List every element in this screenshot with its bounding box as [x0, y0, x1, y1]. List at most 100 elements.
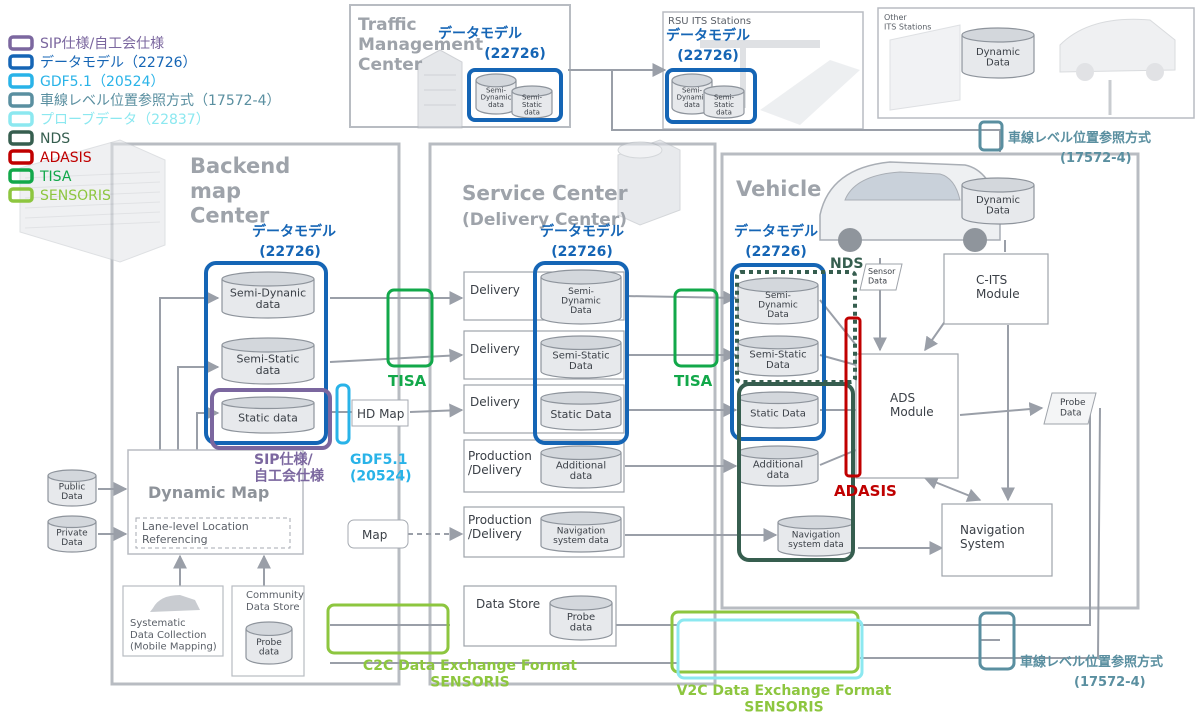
rsu-title: RSU ITS Stations: [668, 16, 751, 27]
dm-label-backend: データモデル: [252, 223, 336, 240]
hd-map-node: HD Map: [352, 400, 408, 426]
legend-item: GDF5.1（20524）: [10, 74, 164, 90]
dynamic-map-label: Dynamic Map: [148, 483, 269, 502]
legend-item: プローブデータ（22837）: [10, 111, 210, 128]
legend-label: 車線レベル位置参照方式（17572-4）: [40, 92, 281, 109]
adasis-label: ADASIS: [834, 482, 897, 500]
legend-label: GDF5.1（20524）: [40, 74, 164, 90]
dm-num-service: (22726): [551, 244, 613, 260]
probe-data-node: ProbeData: [1044, 393, 1096, 424]
v2c-label: V2C Data Exchange FormatSENSORIS: [677, 683, 892, 716]
db-semi-static-traffic-label: Semi-Staticdata: [522, 94, 543, 117]
delivery-label-3: Delivery: [470, 395, 520, 409]
legend-label: ADASIS: [40, 150, 92, 166]
lane-ref-label-bottom: 車線レベル位置参照方式: [1020, 654, 1163, 670]
db-probe-community-label: Probedata: [256, 638, 282, 658]
legend-item: NDS: [10, 131, 70, 147]
db-static-backend-label: Static data: [238, 412, 298, 425]
map-label: Map: [362, 528, 387, 542]
db-static-vehicle: Static Data: [738, 392, 818, 428]
hd-map-label: HD Map: [357, 407, 404, 421]
lane-ref-num-top: (17572-4): [1060, 151, 1132, 166]
legend-swatch: [10, 75, 32, 87]
dm-label-service: データモデル: [540, 223, 624, 240]
sip-label: SIP仕様/自工会仕様: [254, 451, 325, 485]
delivery-label-1: Delivery: [470, 283, 520, 297]
legend-swatch: [10, 113, 32, 125]
db-static-service: Static Data: [541, 392, 621, 430]
legend-label: プローブデータ（22837）: [40, 111, 210, 128]
db-semi-static-service: Semi-StaticData: [541, 336, 621, 378]
traffic-tower-illustration: [418, 50, 462, 128]
legend-label: SIP仕様/自工会仕様: [40, 36, 164, 52]
legend-label: TISA: [39, 169, 72, 185]
dm-label-vehicle: データモデル: [734, 223, 818, 240]
legend-item: データモデル（22726）: [10, 54, 197, 71]
map-node: Map: [348, 520, 408, 548]
systematic-data-collection-box: SystematicData Collection(Mobile Mapping…: [123, 586, 223, 656]
legend-swatch: [10, 56, 32, 68]
dm-num-backend: (22726): [259, 244, 321, 260]
legend-item: ADASIS: [10, 150, 92, 166]
legend-label: NDS: [40, 131, 70, 147]
dm-num-rsu: (22726): [677, 48, 739, 64]
dm-label-rsu: データモデル: [666, 27, 750, 44]
db-semi-dynamic-service: Semi-DynamicData: [541, 270, 621, 324]
db-static-vehicle-label: Static Data: [750, 408, 806, 419]
db-private: PrivateData: [48, 516, 96, 552]
service-title: Service Center: [462, 181, 628, 205]
legend-label: データモデル（22726）: [40, 54, 197, 71]
legend-swatch: [10, 151, 32, 163]
db-static-backend: Static data: [222, 397, 314, 433]
nds-label: NDS: [830, 256, 863, 272]
tisa-label-2: TISA: [674, 372, 713, 390]
legend-item: TISA: [10, 169, 72, 185]
db-navigation-service: Navigationsystem data: [541, 512, 621, 552]
lane-ref-num-bottom: (17572-4): [1074, 675, 1146, 690]
legend-swatch: [10, 132, 32, 144]
lane-ref-label-top: 車線レベル位置参照方式: [1008, 130, 1151, 146]
legend-swatch: [10, 94, 32, 106]
other-its-title: OtherITS Stations: [884, 13, 931, 31]
legend-item: 車線レベル位置参照方式（17572-4）: [10, 92, 281, 109]
dm-label-traffic: データモデル: [438, 25, 522, 42]
vehicle-title: Vehicle: [736, 177, 821, 201]
gdf-label: GDF5.1(20524): [350, 452, 412, 485]
legend-swatch: [10, 37, 32, 49]
dm-num-traffic: (22726): [484, 46, 546, 62]
dm-num-vehicle: (22726): [745, 244, 807, 260]
tisa-label-1: TISA: [388, 372, 427, 390]
db-semi-static-rsu: Semi-Staticdata: [704, 86, 744, 118]
db-static-service-label: Static Data: [550, 408, 611, 421]
legend-item: SIP仕様/自工会仕様: [10, 36, 164, 52]
delivery-label-2: Delivery: [470, 342, 520, 356]
